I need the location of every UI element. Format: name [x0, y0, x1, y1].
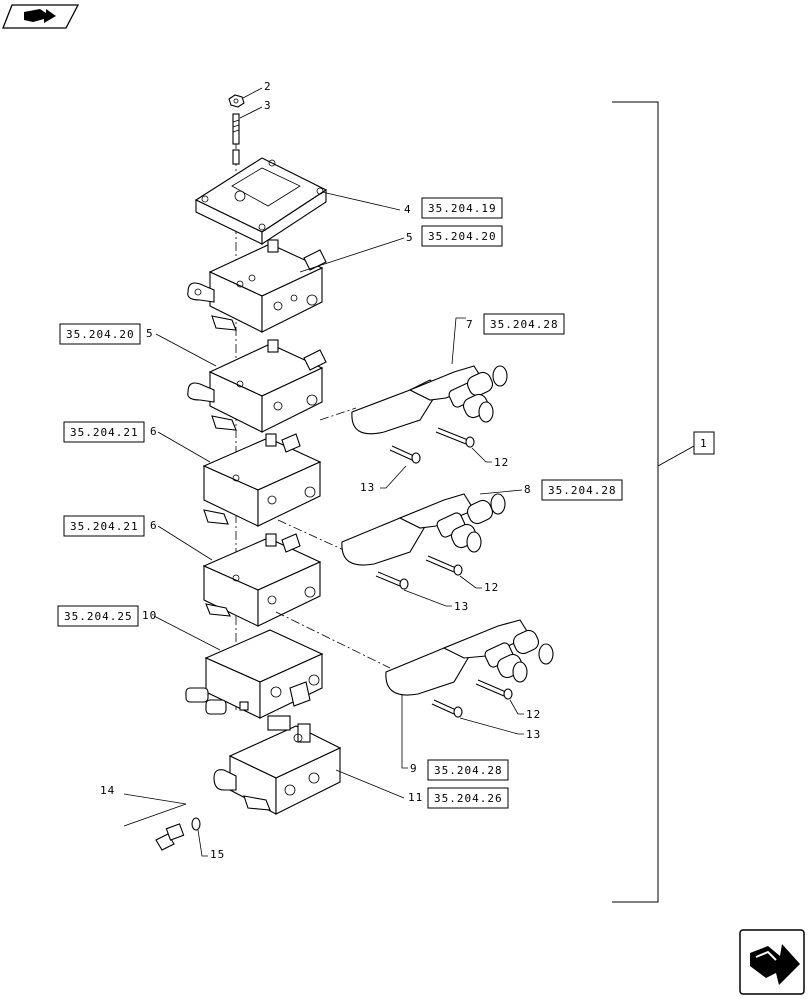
callout-13b: 13: [454, 600, 469, 613]
svg-text:35.204.21: 35.204.21: [70, 520, 139, 533]
svg-text:35.204.20: 35.204.20: [428, 230, 497, 243]
valve-section-6-lower: 6: [150, 519, 322, 627]
book-arrow-icon[interactable]: [2, 4, 80, 29]
callout-10: 10: [142, 609, 157, 622]
bolt-12-b: 12: [425, 555, 499, 594]
svg-text:35.204.19: 35.204.19: [428, 202, 497, 215]
callout-13c: 13: [526, 728, 541, 741]
ref-box-7[interactable]: 35.204.28: [483, 313, 565, 335]
bolt-12-a: 12: [435, 427, 509, 469]
ref-box-8[interactable]: 35.204.28: [541, 479, 623, 501]
svg-text:35.204.28: 35.204.28: [548, 484, 617, 497]
valve-section-5-lower: 5: [146, 327, 327, 433]
connector-line: [275, 611, 391, 669]
callout-12c: 12: [526, 708, 541, 721]
callout-13a: 13: [360, 481, 375, 494]
coupler-block-9: 9: [385, 619, 554, 775]
callout-5: 5: [406, 231, 414, 244]
bolt-13-a: 13: [360, 445, 421, 494]
callout-3: 3: [264, 99, 272, 112]
svg-text:35.204.28: 35.204.28: [434, 764, 503, 777]
bolt-12-c: 12: [475, 679, 541, 721]
callout-12a: 12: [494, 456, 509, 469]
callout-2: 2: [264, 80, 272, 93]
callout-6b: 6: [150, 519, 158, 532]
valve-section-10: 10: [142, 609, 324, 719]
valve-section-6-upper: 6: [150, 425, 322, 527]
callout-7: 7: [466, 318, 474, 331]
svg-text:35.204.21: 35.204.21: [70, 426, 139, 439]
callout-12b: 12: [484, 581, 499, 594]
cover-plate-part: 4: [194, 157, 412, 246]
callout-11: 11: [408, 791, 423, 804]
ref-box-6a[interactable]: 35.204.21: [63, 421, 145, 443]
bolt-13-c: 13: [431, 699, 541, 741]
valve-section-5-upper: 5: [187, 231, 414, 333]
connector-line: [319, 407, 357, 421]
next-page-arrow-icon[interactable]: [739, 929, 805, 995]
callout-9: 9: [410, 762, 418, 775]
ref-box-10[interactable]: 35.204.25: [57, 605, 139, 627]
connector-line: [277, 519, 349, 553]
svg-text:35.204.20: 35.204.20: [66, 328, 135, 341]
ref-box-5b[interactable]: 35.204.20: [59, 323, 141, 345]
callout-15: 15: [210, 848, 225, 861]
callout-5b: 5: [146, 327, 154, 340]
end-section-11: 11: [213, 715, 423, 815]
washer-part: 15: [191, 817, 225, 861]
ref-box-6b[interactable]: 35.204.21: [63, 515, 145, 537]
svg-text:35.204.26: 35.204.26: [434, 792, 503, 805]
ref-box-11[interactable]: 35.204.26: [427, 787, 509, 809]
callout-14: 14: [100, 784, 115, 797]
assembly-bracket: 1: [612, 101, 715, 903]
svg-text:35.204.28: 35.204.28: [490, 318, 559, 331]
ref-box-9[interactable]: 35.204.28: [427, 759, 509, 781]
callout-1: 1: [700, 437, 708, 450]
coupler-block-8: 8: [341, 483, 532, 566]
stud-part: 3: [232, 99, 272, 165]
ref-box-5[interactable]: 35.204.20: [421, 225, 503, 247]
coupler-block-7: 7: [351, 317, 508, 435]
ref-box-4[interactable]: 35.204.19: [421, 197, 503, 219]
svg-text:35.204.25: 35.204.25: [64, 610, 133, 623]
callout-6a: 6: [150, 425, 158, 438]
bolt-13-b: 13: [375, 571, 469, 613]
callout-4: 4: [404, 203, 412, 216]
callout-8: 8: [524, 483, 532, 496]
nut-part: 2: [228, 80, 272, 108]
fitting-part: 14: [100, 784, 187, 851]
